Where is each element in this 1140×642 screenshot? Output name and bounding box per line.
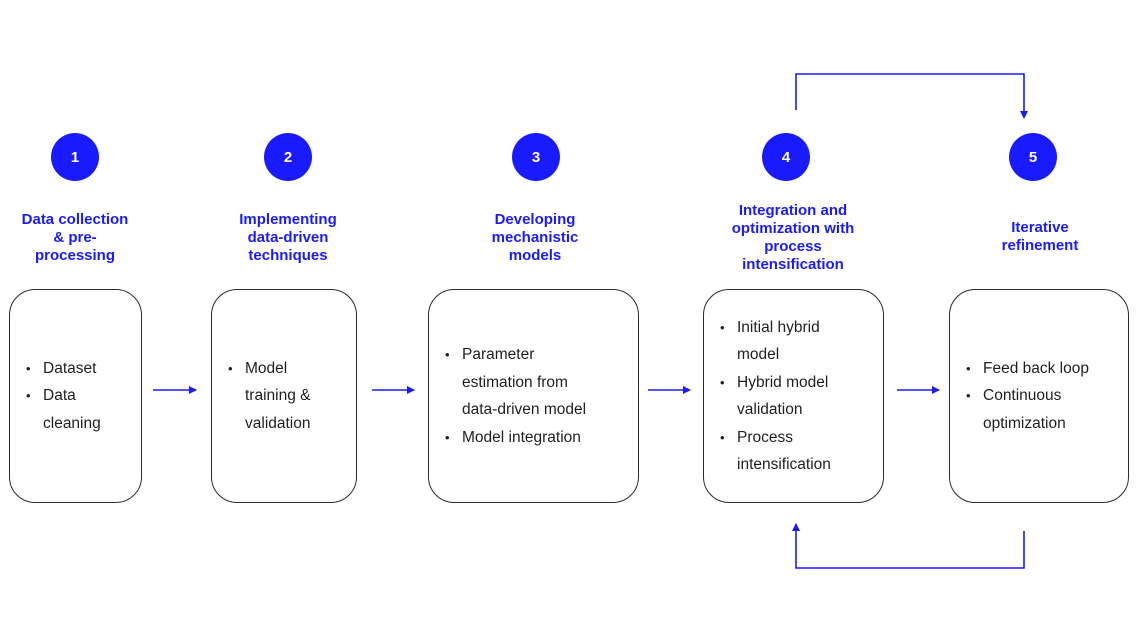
title-line: processing (34, 247, 115, 264)
bullet-text: intensification (737, 456, 831, 473)
stage-box-5: Feed back loop Continuous optimization (949, 289, 1129, 503)
stage-box-4: Initial hybrid model Hybrid model valida… (703, 289, 884, 503)
stage-title-5: Iterative refinement (955, 212, 1125, 262)
title-line: mechanistic (491, 229, 579, 246)
stage-box-1: Dataset Data cleaning (9, 289, 142, 503)
bullet-text: Model (245, 359, 288, 377)
feedback-loop-top (795, 73, 1028, 119)
bullet-item: Process intensification (720, 424, 831, 479)
bullet-text: Hybrid model (737, 373, 829, 391)
bullet-text: Dataset (43, 359, 97, 377)
bullet-list: Feed back loop Continuous optimization (950, 355, 1089, 438)
bullet-text: Process (737, 428, 793, 446)
title-line: intensification (742, 256, 844, 273)
bullet-item: Parameter estimation from data-driven mo… (445, 341, 587, 424)
bullet-text: optimization (983, 414, 1066, 432)
step-number-badge-3: 3 (512, 133, 560, 181)
stage-title-4: Integration and optimization with proces… (700, 197, 886, 279)
stage-box-3: Parameter estimation from data-driven mo… (428, 289, 639, 503)
bullet-list: Initial hybrid model Hybrid model valida… (704, 314, 831, 479)
stage-box-2: Model training & validation (211, 289, 357, 503)
step-number: 3 (531, 148, 541, 166)
bullet-item: Feed back loop (966, 355, 1089, 383)
bullet-list: Model training & validation (212, 355, 311, 438)
bullet-item: Model integration (445, 424, 586, 452)
bullet-text: estimation from (462, 373, 568, 391)
step-number: 1 (70, 148, 80, 166)
bullet-text: Feed back loop (983, 359, 1089, 377)
step-number-badge-4: 4 (762, 133, 810, 181)
bullet-item: Model training & validation (228, 355, 311, 438)
title-line: optimization with (731, 220, 855, 237)
bullet-text: model (737, 346, 780, 363)
title-line: Integration and (738, 202, 848, 219)
title-line: Data collection (21, 211, 129, 228)
step-number-badge-5: 5 (1009, 133, 1057, 181)
title-line: techniques (248, 247, 328, 264)
title-line: Developing (494, 211, 576, 228)
bullet-text: training & (245, 387, 311, 405)
bullet-text: Initial hybrid (737, 318, 820, 336)
bullet-item: Continuous optimization (966, 382, 1089, 437)
bullet-item: Data cleaning (26, 382, 101, 437)
bullet-item: Initial hybrid model (720, 314, 831, 369)
title-line: models (508, 247, 562, 264)
bullet-list: Dataset Data cleaning (10, 355, 101, 438)
stage-title-1: Data collection & pre- processing (0, 203, 150, 273)
step-number-badge-2: 2 (264, 133, 312, 181)
title-line: process (764, 238, 822, 255)
bullet-text: data-driven model (462, 401, 587, 418)
stage-title-3: Developing mechanistic models (450, 203, 620, 273)
stage-title-2: Implementing data-driven techniques (203, 203, 373, 273)
bullet-text: Continuous (983, 387, 1062, 405)
bullet-text: Model integration (462, 428, 581, 446)
title-line: Iterative (1011, 219, 1069, 236)
step-number-badge-1: 1 (51, 133, 99, 181)
feedback-loop-bottom (792, 523, 1025, 569)
bullet-item: Dataset (26, 355, 101, 383)
title-line: Implementing (239, 211, 337, 228)
bullet-text: cleaning (43, 414, 101, 432)
title-line: & pre- (53, 229, 97, 246)
bullet-text: Data (43, 387, 76, 405)
bullet-list: Parameter estimation from data-driven mo… (429, 341, 586, 451)
bullet-text: Parameter (462, 346, 535, 363)
bullet-item: Hybrid model validation (720, 369, 831, 424)
step-number: 5 (1028, 148, 1038, 166)
step-number: 2 (283, 148, 293, 166)
bullet-text: validation (737, 401, 803, 418)
step-number: 4 (781, 148, 791, 166)
title-line: refinement (1001, 237, 1079, 254)
bullet-text: validation (245, 414, 311, 432)
title-line: data-driven (247, 229, 329, 246)
